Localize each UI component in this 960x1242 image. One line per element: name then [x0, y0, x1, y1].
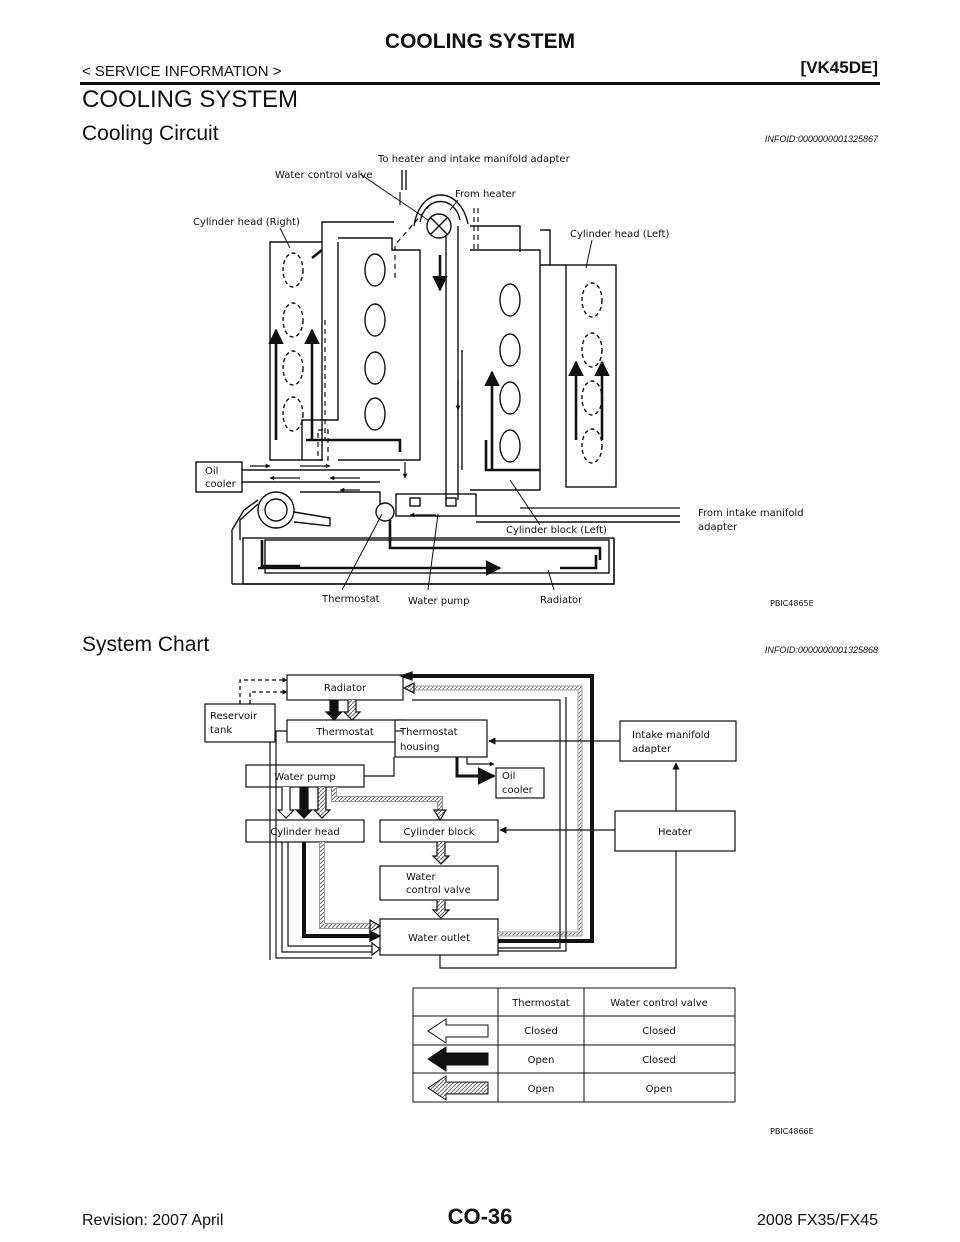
cooling-circuit-labels: To heater and intake manifold adapter Wa… [193, 154, 814, 608]
infoid-cooling-circuit: INFOID:0000000001325867 [764, 134, 878, 144]
cylinder-head-left [565, 264, 617, 488]
box-intake-manifold [619, 720, 737, 762]
footer-revision: Revision: 2007 April [82, 1212, 224, 1229]
label-cylinder-block-left: Cylinder block (Left) [506, 525, 607, 536]
label-from-intake-line1: From intake manifold [698, 508, 804, 519]
box-water-outlet [379, 918, 499, 956]
header-engine: [VK45DE] [800, 58, 878, 77]
cylinder-block-right [338, 237, 421, 461]
header-title: COOLING SYSTEM [384, 30, 576, 53]
legend-row1-wcv: Closed [642, 1026, 676, 1037]
label-cylinder-head-left: Cylinder head (Left) [570, 229, 669, 240]
section-title-system-chart: System Chart [82, 633, 210, 656]
figure-code-chart: PBIC4866E [770, 1127, 814, 1136]
box-reservoir [204, 703, 276, 743]
header-rule [80, 82, 880, 85]
oil-cooler [195, 461, 243, 493]
chart-label-wcv-line2: control valve [406, 885, 471, 896]
black-arrow-radiator [324, 700, 344, 721]
cylinder-head-right [269, 241, 323, 461]
chart-label-reservoir-line1: Reservoir [210, 711, 258, 722]
legend-white-arrow [427, 1018, 489, 1044]
chart-label-heater: Heater [658, 827, 693, 838]
chart-label-intake-line1: Intake manifold [632, 730, 710, 741]
legend-header-thermostat: Thermostat [511, 998, 570, 1009]
legend-row1-thermostat: Closed [524, 1026, 558, 1037]
cylinder-block-left [470, 249, 541, 491]
chart-label-cylinder-head: Cylinder head [270, 827, 340, 838]
legend-header-wcv: Water control valve [610, 998, 707, 1009]
label-radiator: Radiator [540, 595, 583, 606]
legend-table: Thermostat Water control valve Closed Cl… [412, 987, 736, 1103]
system-chart-labels: Radiator Reservoir tank Thermostat Therm… [210, 683, 710, 944]
box-radiator [286, 674, 404, 701]
section-title-cooling-circuit: Cooling Circuit [82, 122, 219, 145]
header-section: < SERVICE INFORMATION > [82, 63, 282, 80]
box-oil-cooler [495, 767, 545, 799]
label-water-control-valve: Water control valve [275, 170, 372, 181]
label-from-intake-line2: adapter [698, 522, 738, 533]
cooling-circuit-diagram [195, 170, 680, 591]
chart-label-oil-cooler-line1: Oil [502, 771, 515, 782]
chart-label-wcv-line1: Water [406, 872, 436, 883]
chart-label-intake-line2: adapter [632, 744, 672, 755]
box-thermostat-housing [394, 719, 488, 758]
label-water-pump: Water pump [408, 596, 470, 607]
chart-label-radiator: Radiator [324, 683, 367, 694]
system-chart-diagram [204, 671, 737, 969]
chart-label-housing-line2: housing [400, 742, 439, 753]
radiator-body [242, 537, 615, 585]
chart-label-water-outlet: Water outlet [408, 933, 470, 944]
legend-row3-wcv: Open [646, 1084, 673, 1095]
footer-page-number: CO-36 [447, 1204, 513, 1229]
legend-hatched-arrow [427, 1075, 489, 1101]
box-heater [614, 810, 736, 852]
label-thermostat: Thermostat [321, 594, 380, 605]
chart-label-housing-line1: Thermostat [399, 727, 458, 738]
label-oil-cooler-line1: Oil [205, 466, 218, 477]
chart-label-oil-cooler-line2: cooler [502, 785, 534, 796]
hatched-arrow-radiator [342, 700, 362, 721]
chart-label-water-pump: Water pump [274, 772, 336, 783]
chart-label-reservoir-line2: tank [210, 725, 232, 736]
footer-model: 2008 FX35/FX45 [757, 1212, 878, 1229]
chart-label-cylinder-block: Cylinder block [403, 827, 474, 838]
label-from-heater: From heater [455, 189, 517, 200]
page-title: COOLING SYSTEM [82, 86, 299, 113]
figure-code-circuit: PBIC4865E [770, 599, 814, 608]
legend-row2-wcv: Closed [642, 1055, 676, 1066]
chart-label-thermostat: Thermostat [315, 727, 374, 738]
label-cylinder-head-right: Cylinder head (Right) [193, 217, 300, 228]
label-to-heater: To heater and intake manifold adapter [377, 154, 571, 165]
legend-black-arrow [427, 1046, 489, 1072]
legend-row3-thermostat: Open [528, 1084, 555, 1095]
infoid-system-chart: INFOID:0000000001325868 [764, 645, 878, 655]
legend-row2-thermostat: Open [528, 1055, 555, 1066]
label-oil-cooler-line2: cooler [205, 479, 237, 490]
